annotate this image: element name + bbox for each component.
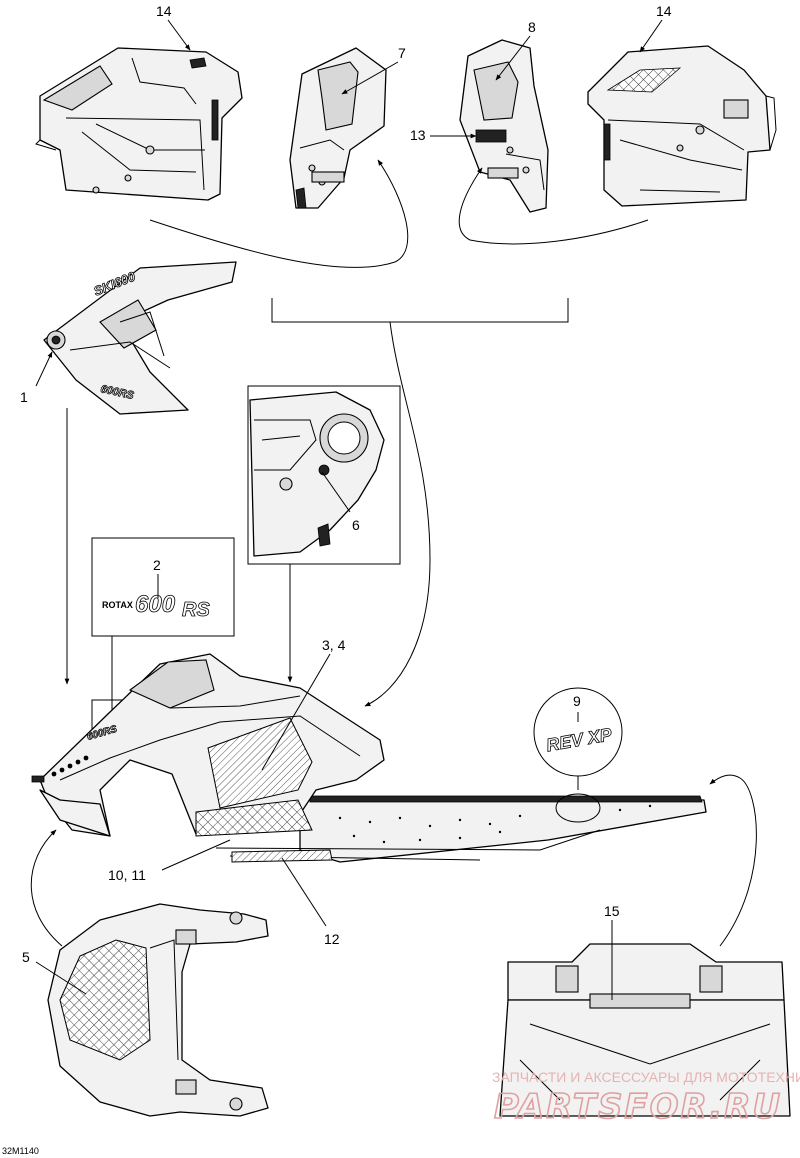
callout-13: 13: [410, 127, 426, 143]
leader-14-right: [639, 19, 663, 53]
callout-5: 5: [22, 949, 30, 965]
leader-1: [35, 351, 53, 387]
callout-12: 12: [324, 931, 340, 947]
watermark-line2: PARTSFOR.RU: [494, 1087, 782, 1127]
callout-9: 9: [573, 693, 581, 709]
rear-flap: [499, 943, 791, 1117]
callout-1: 1: [20, 389, 28, 405]
leader-6: [321, 471, 351, 513]
callout-15: 15: [604, 903, 620, 919]
arrow-15-to-body: [709, 774, 757, 947]
callout-8: 8: [528, 19, 536, 35]
arrow-13-to-14: [458, 167, 649, 245]
leader-12: [281, 857, 327, 927]
detail-box-6: [247, 385, 401, 565]
figure-id: 32M1140: [2, 1146, 39, 1156]
bracket: [271, 298, 569, 323]
right-inner-panel: [459, 39, 549, 213]
callout-3-4: 3, 4: [322, 637, 346, 653]
rotax-word: ROTAX: [102, 600, 133, 610]
leader-5: [35, 961, 87, 995]
detail-box-2: ROTAX 600 RS: [91, 537, 235, 637]
leader-3-4: [261, 653, 331, 771]
left-inner-panel: [289, 47, 387, 209]
right-side-panel: [587, 45, 777, 207]
arrow-7-to-14: [149, 159, 409, 268]
leader-8: [495, 35, 531, 81]
hood: SKI600 600RS: [43, 261, 237, 415]
leader-10-11: [161, 839, 231, 871]
callout-7: 7: [398, 45, 406, 61]
callout-6: 6: [352, 517, 360, 533]
left-side-panel: [35, 47, 243, 201]
leader-7: [341, 61, 399, 95]
callout-10-11: 10, 11: [108, 867, 146, 883]
bracket-arrow: [364, 321, 431, 707]
callout-14-right: 14: [656, 3, 672, 19]
detail-circle-9-mark: [555, 793, 601, 823]
watermark-line1: ЗАПЧАСТИ И АКСЕССУАРЫ ДЛЯ МОТОТЕХНИКИ: [492, 1069, 800, 1085]
snowmobile-body: 600RS: [31, 653, 707, 863]
callout-14-left: 14: [156, 3, 172, 19]
leader-14-left: [167, 19, 191, 51]
detail-circle-9: REV XP: [533, 687, 623, 777]
rotax-suffix: RS: [182, 599, 210, 621]
belly-pan: [47, 903, 269, 1117]
callout-2: 2: [153, 557, 161, 573]
rotax-number: 600: [135, 591, 176, 618]
arrow-5-to-body: [30, 829, 63, 947]
